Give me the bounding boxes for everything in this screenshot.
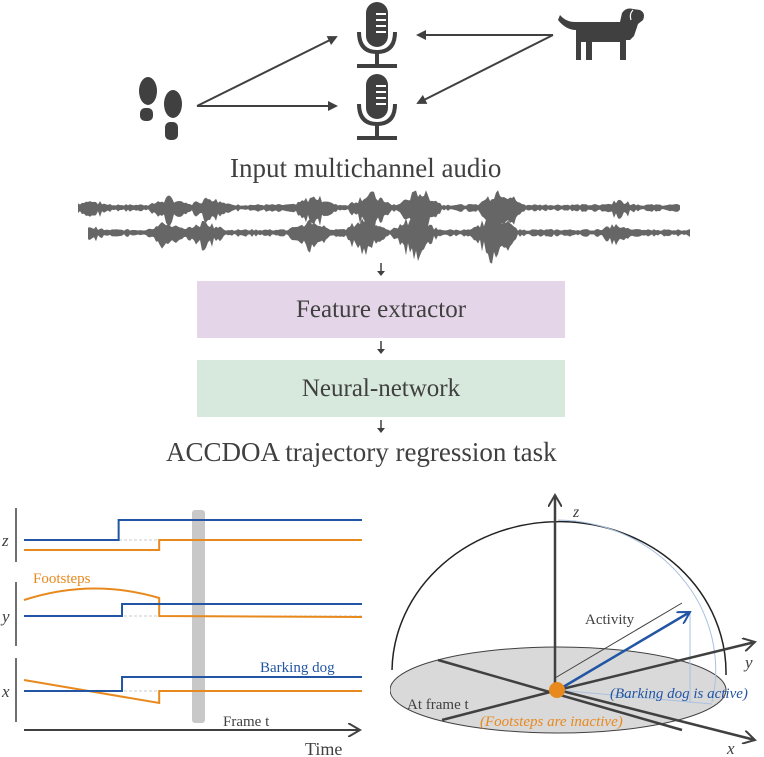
dog-trajectory-x [24, 676, 362, 692]
footsteps-trajectory-z [24, 539, 362, 551]
microphone-icon [357, 74, 397, 140]
source-diagram [139, 2, 644, 140]
y-axis [557, 642, 755, 692]
footsteps-trajectory-y [23, 587, 363, 618]
arrow-footsteps-mic1 [196, 36, 338, 107]
arrow-down-icon [377, 420, 385, 433]
dog-doa-vector [557, 610, 690, 692]
legend-barking-dog: Barking dog [260, 660, 335, 676]
hemisphere-outline [391, 520, 727, 676]
neural-network-block: Neural-network [197, 360, 565, 417]
z-label: z [572, 504, 580, 521]
axis-label-x: x [1, 682, 10, 701]
activity-label: Activity [585, 612, 635, 628]
frame-t-label: Frame t [223, 714, 270, 730]
dog-icon [558, 8, 644, 60]
feature-extractor-block: Feature extractor [197, 281, 565, 338]
legend-footsteps: Footsteps [33, 571, 91, 587]
input-audio-label: Input multichannel audio [230, 153, 502, 183]
y-label: y [743, 653, 753, 672]
feature-extractor-label: Feature extractor [295, 295, 467, 323]
waveform-channel-2 [88, 212, 690, 264]
waveform [78, 190, 690, 264]
x-label: x [726, 739, 735, 757]
footsteps-status-label: (Footsteps are inactive) [480, 714, 623, 730]
waveform-channel-1 [78, 190, 680, 235]
task-label: ACCDOA trajectory regression task [166, 437, 557, 467]
footsteps-icon [139, 77, 182, 140]
arrow-down-icon [377, 341, 385, 354]
footsteps-origin-point [549, 682, 565, 698]
time-label: Time [305, 739, 342, 757]
arrow-dog-mic2 [416, 34, 554, 104]
microphone-icon [357, 2, 397, 68]
doa-hemisphere: z y x Activity At frame t (Barking dog i… [390, 490, 764, 757]
neural-network-label: Neural-network [301, 374, 461, 402]
activity-line [554, 602, 683, 679]
axis-label-z: z [1, 531, 9, 550]
at-frame-label: At frame t [407, 697, 469, 713]
x-axis [557, 688, 755, 740]
meridian [557, 519, 717, 703]
dog-trajectory-y [24, 603, 362, 617]
axis-label-y: y [0, 607, 10, 626]
dog-trajectory-z [24, 519, 362, 541]
dog-status-label: (Barking dog is active) [610, 686, 748, 702]
arrow-down-icon [377, 263, 385, 276]
trajectory-chart: z y x Footsteps Barking dog Frame t Time [0, 508, 363, 757]
